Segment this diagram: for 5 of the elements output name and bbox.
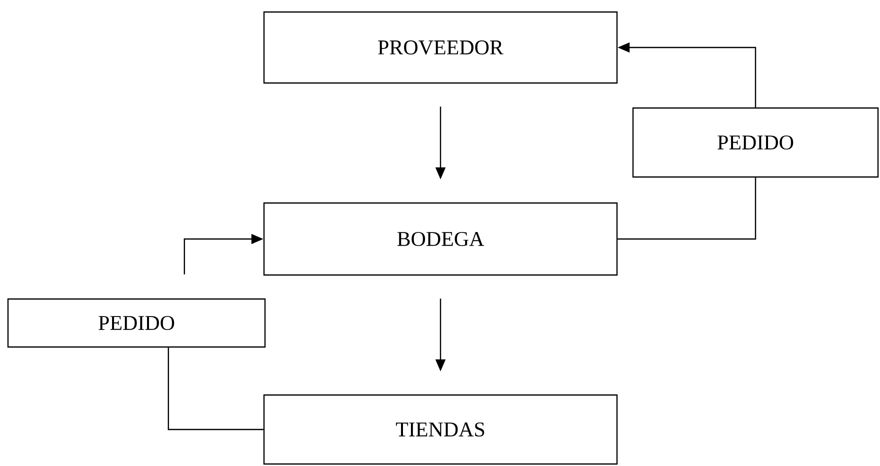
process-box: PEDIDO [7,298,266,348]
process-box: PROVEEDOR [263,11,618,84]
process-box: PEDIDO [632,107,879,178]
process-box: TIENDAS [263,394,618,465]
process-box: BODEGA [263,202,618,276]
